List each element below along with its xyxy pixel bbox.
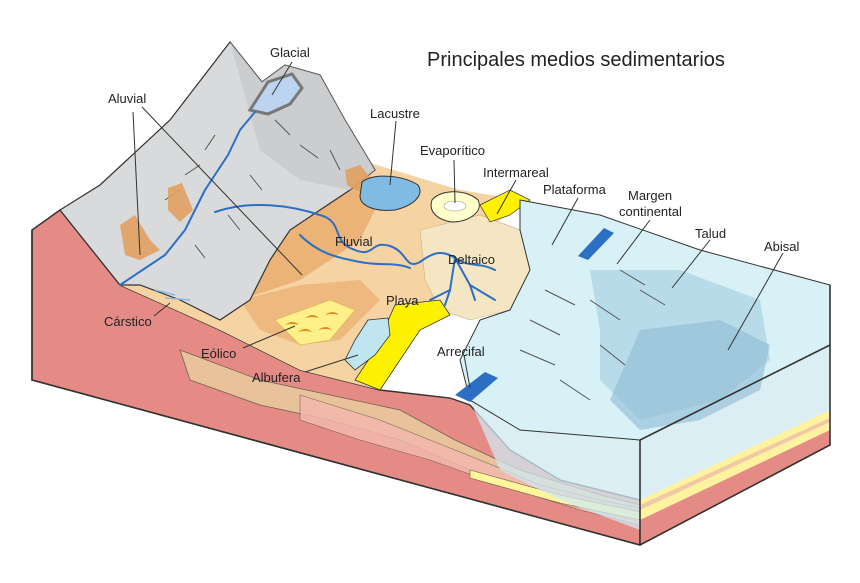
label-arrecifal: Arrecifal <box>437 344 485 359</box>
delta-channel <box>429 289 451 301</box>
label-plataforma: Plataforma <box>543 182 607 197</box>
fluvial-branch <box>299 234 411 269</box>
label-fluvial: Fluvial <box>335 234 373 249</box>
label-continental: continental <box>619 204 682 219</box>
abyssal-plain <box>610 320 770 430</box>
leader-aluvial <box>132 111 141 256</box>
leader-evaporitico <box>453 159 456 204</box>
label-playa: Playa <box>386 293 419 308</box>
slope-line <box>639 289 666 306</box>
dune <box>305 315 319 318</box>
block-edge-top <box>639 344 831 441</box>
label-abisal: Abisal <box>764 239 800 254</box>
label-albufera: Albufera <box>252 370 301 385</box>
leader-plataforma <box>551 197 579 246</box>
label-lacustre: Lacustre <box>370 106 420 121</box>
alluvial-fan <box>168 183 193 222</box>
slope-line <box>519 349 556 366</box>
label-evaporitico: Evaporítico <box>420 143 485 158</box>
eolic-dune-field <box>274 299 356 346</box>
ridge-line <box>249 174 263 191</box>
ridge-line <box>274 119 291 136</box>
glacier <box>247 72 304 116</box>
leader-arrecifal <box>463 354 471 389</box>
slope-line <box>599 344 626 366</box>
glacial-river <box>119 111 256 286</box>
leader-glacial <box>271 61 293 96</box>
label-intermareal: Intermareal <box>483 165 549 180</box>
leader-talud <box>671 239 711 289</box>
leader-intermareal <box>496 179 517 215</box>
ridge-line <box>194 244 206 259</box>
leader-eolico <box>242 325 296 349</box>
ridge-line <box>329 149 341 171</box>
leader-albufera <box>304 354 359 373</box>
ocean-floor-layers-3 <box>640 418 830 510</box>
label-margen: Margen <box>628 188 672 203</box>
dune <box>325 312 339 315</box>
ridge-line <box>204 134 216 151</box>
leader-abisal <box>727 252 784 351</box>
slope-line <box>559 379 591 401</box>
slope-line <box>544 289 576 306</box>
leader-carstico <box>153 302 171 317</box>
ocean-floor-layers-2 <box>640 430 830 545</box>
label-carstico: Cárstico <box>104 314 152 329</box>
leader-margen <box>616 219 651 265</box>
ridge-line <box>227 214 241 231</box>
karst-marks <box>154 289 191 301</box>
leader-lacustre <box>389 120 397 186</box>
diagram-title: Principales medios sedimentarios <box>427 49 725 71</box>
leader-aluvial-2 <box>141 106 303 276</box>
ridge-line <box>184 164 201 176</box>
label-aluvial: Aluvial <box>108 91 146 106</box>
dune <box>318 327 332 330</box>
slope-line <box>529 319 561 336</box>
alluvial-fan <box>120 215 160 260</box>
label-talud: Talud <box>695 226 726 241</box>
shelf-channel <box>578 228 614 260</box>
ridge-line <box>299 144 319 159</box>
label-deltaico: Deltaico <box>448 252 495 267</box>
slope-line <box>619 269 646 286</box>
albufera-lagoon <box>344 317 391 371</box>
delta-channel <box>469 284 496 301</box>
mountain-shadow <box>230 42 375 190</box>
dune <box>298 329 312 332</box>
label-glacial: Glacial <box>270 45 310 60</box>
label-eolico: Eólico <box>201 346 236 361</box>
dune <box>285 322 299 325</box>
reef-mark <box>455 372 498 402</box>
lacustre-lake <box>359 175 421 211</box>
slope-line <box>589 299 621 321</box>
